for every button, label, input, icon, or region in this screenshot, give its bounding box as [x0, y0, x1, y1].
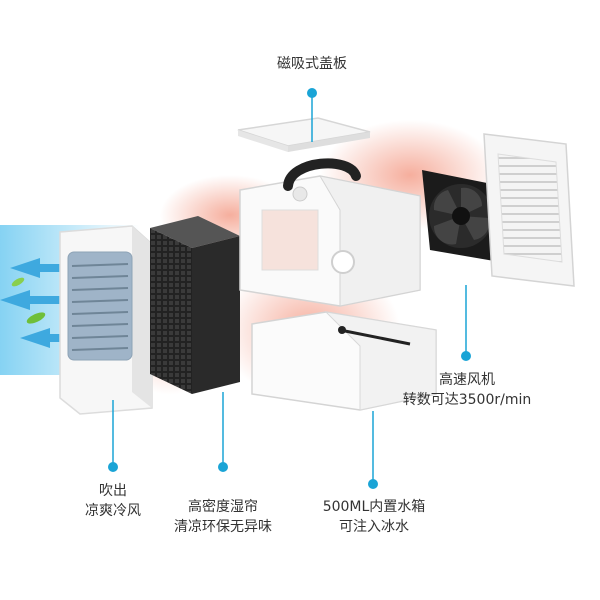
- callout-leaders: [112, 93, 467, 484]
- magnetic-lid: [237, 117, 371, 152]
- fan: [422, 170, 506, 266]
- water-tank: [251, 311, 437, 411]
- front-panel: [59, 225, 153, 415]
- outlet-label-line2: 凉爽冷风: [85, 503, 141, 519]
- filter-label-line1: 高密度湿帘: [188, 499, 258, 515]
- tank-label: 500ML内置水箱 可注入冰水: [300, 497, 448, 537]
- lid-label-line1: 磁吸式盖板: [277, 56, 347, 72]
- outlet-label: 吹出 凉爽冷风: [68, 481, 158, 521]
- lid-label: 磁吸式盖板: [260, 54, 364, 74]
- outlet-callout-dot: [108, 462, 118, 472]
- filter-label: 高密度湿帘 清凉环保无异味: [163, 497, 283, 537]
- filter-callout-dot: [218, 462, 228, 472]
- fan-label-line1: 高速风机: [439, 372, 495, 388]
- tank-label-line1: 500ML内置水箱: [322, 499, 426, 515]
- filter-label-line2: 清凉环保无异味: [174, 519, 272, 535]
- fan-label-line2: 转数可达3500r/min: [402, 392, 532, 408]
- lid-callout-dot: [307, 88, 317, 98]
- tank-label-line2: 可注入冰水: [339, 519, 409, 535]
- main-body: [239, 158, 421, 307]
- tank-callout-dot: [368, 479, 378, 489]
- wet-curtain-filter: [150, 216, 240, 394]
- fan-callout-dot: [461, 351, 471, 361]
- rear-vent-panel: [483, 133, 575, 287]
- outlet-label-line1: 吹出: [99, 483, 127, 499]
- fan-label: 高速风机 转数可达3500r/min: [392, 370, 542, 410]
